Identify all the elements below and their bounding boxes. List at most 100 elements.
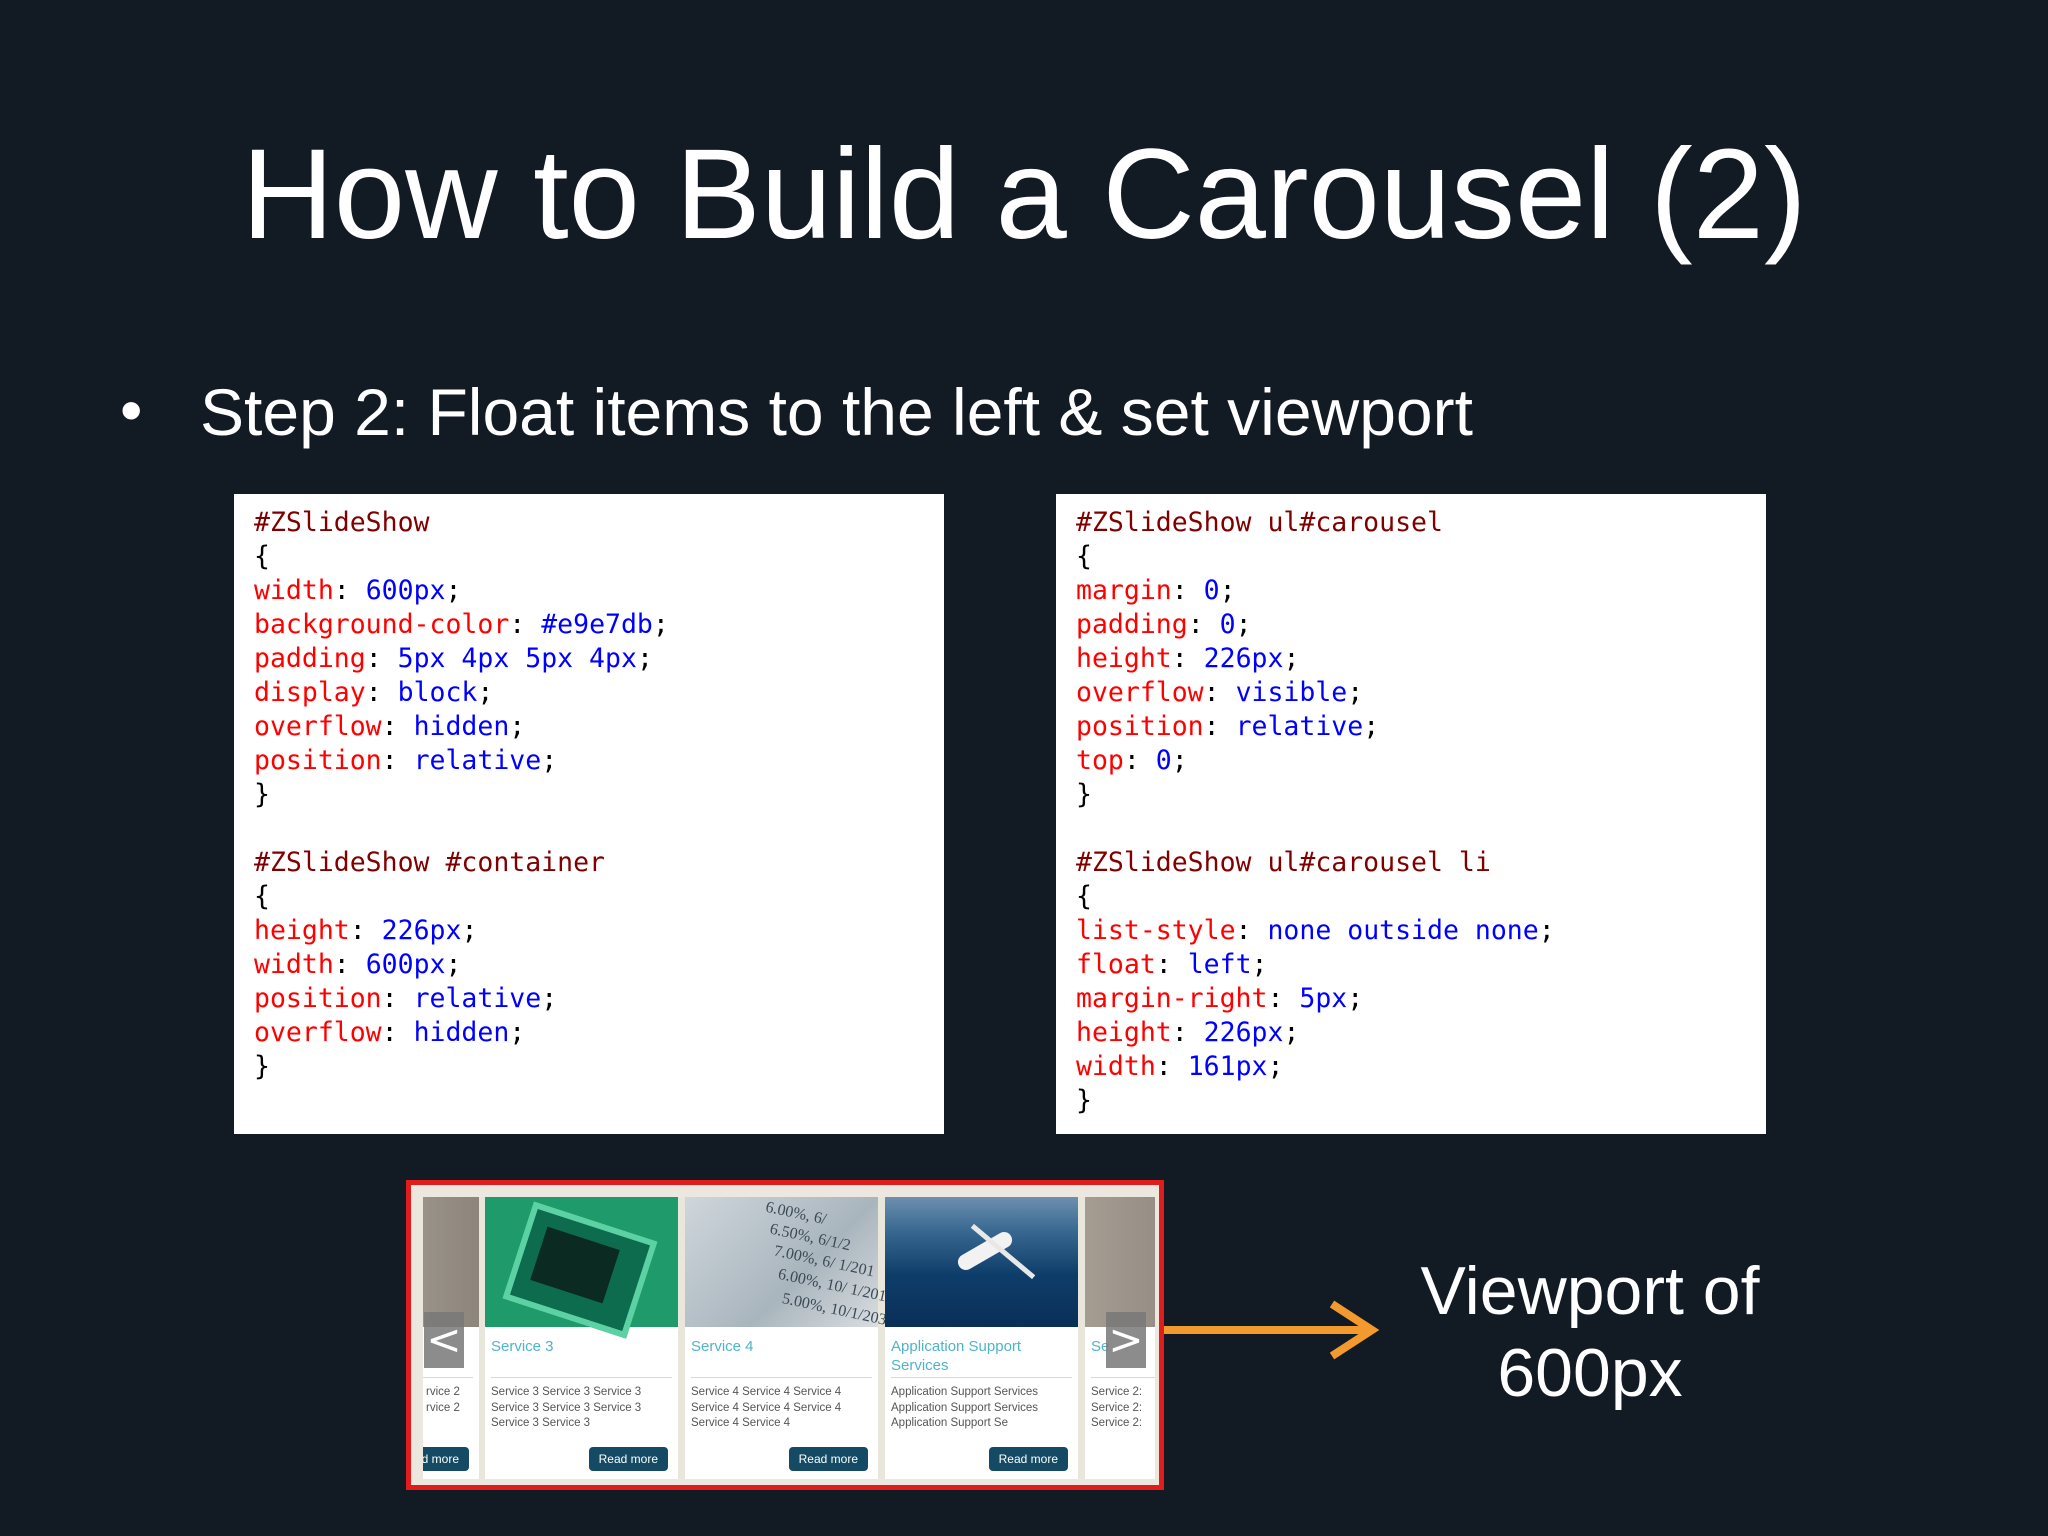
code-token-prop: display: [254, 677, 366, 708]
code-token-prop: width: [254, 575, 334, 606]
code-token-punc: :: [1171, 643, 1204, 674]
code-token-val: 5px: [1299, 983, 1348, 1014]
code-token-sel: #ZSlideShow: [254, 507, 430, 538]
code-line: padding: 5px 4px 5px 4px;: [254, 642, 924, 676]
code-token-prop: width: [254, 949, 334, 980]
code-token-val: none outside none: [1267, 915, 1539, 946]
code-token-punc: }: [254, 1051, 270, 1082]
read-more-button[interactable]: Read more: [588, 1447, 668, 1471]
code-token-val: visible: [1235, 677, 1348, 708]
card-description: Service 2: Service 2: Service 2:: [1091, 1386, 1143, 1429]
code-token-prop: height: [254, 915, 350, 946]
code-token-prop: width: [1076, 1051, 1156, 1082]
code-line: {: [254, 540, 924, 574]
card-divider: [423, 1377, 473, 1378]
code-token-val: 0: [1203, 575, 1220, 606]
slide-title: How to Build a Carousel (2): [241, 123, 1807, 266]
code-token-prop: position: [254, 745, 382, 776]
code-token-punc: }: [1076, 779, 1092, 810]
carousel-prev-button[interactable]: <: [424, 1312, 464, 1368]
card-divider: [491, 1377, 672, 1378]
code-token-val: 226px: [1203, 1017, 1284, 1048]
code-token-prop: margin-right: [1076, 983, 1268, 1014]
code-token-prop: margin: [1076, 575, 1172, 606]
card-divider: [891, 1377, 1072, 1378]
card-divider: [691, 1377, 872, 1378]
code-token-punc: ;: [445, 575, 462, 606]
code-token-punc: :: [381, 711, 414, 742]
code-token-punc: ;: [509, 711, 526, 742]
code-line: #ZSlideShow ul#carousel: [1076, 506, 1746, 540]
code-token-prop: float: [1076, 949, 1156, 980]
css-code-right: #ZSlideShow ul#carousel { margin: 0; paddin…: [1056, 494, 1766, 1134]
read-more-button[interactable]: Read more: [988, 1447, 1068, 1471]
code-line: background-color: #e9e7db;: [254, 608, 924, 642]
code-token-punc: :: [365, 677, 398, 708]
code-token-prop: padding: [1076, 609, 1188, 640]
css-code-left: #ZSlideShow{width: 600px;background-colo…: [234, 494, 944, 1134]
code-line: width: 161px;: [1076, 1050, 1746, 1084]
code-token-val: hidden: [413, 1017, 510, 1048]
code-token-val: left: [1187, 949, 1252, 980]
code-token-punc: ;: [1171, 745, 1188, 776]
code-token-punc: ;: [1347, 677, 1364, 708]
code-line: margin-right: 5px;: [1076, 982, 1746, 1016]
code-line: position: relative;: [1076, 710, 1746, 744]
card-image-chip: [485, 1197, 678, 1339]
code-line: height: 226px;: [1076, 1016, 1746, 1050]
code-line: #ZSlideShow: [254, 506, 924, 540]
viewport-label: Viewport of 600px: [1420, 1253, 1760, 1411]
read-more-button[interactable]: Read more: [788, 1447, 868, 1471]
read-more-button[interactable]: d more: [423, 1447, 469, 1471]
code-line: }: [254, 1050, 924, 1084]
carousel-next-button[interactable]: >: [1106, 1312, 1146, 1368]
code-token-punc: :: [1171, 1017, 1204, 1048]
code-token-punc: :: [365, 643, 398, 674]
code-token-prop: padding: [254, 643, 366, 674]
code-line: overflow: hidden;: [254, 1016, 924, 1050]
code-line: padding: 0;: [1076, 608, 1746, 642]
code-token-val: 161px: [1187, 1051, 1268, 1082]
code-token-prop: overflow: [254, 1017, 382, 1048]
code-token-punc: {: [1076, 881, 1092, 912]
bullet-text: Step 2: Float items to the left & set vi…: [200, 375, 1473, 449]
code-line: #ZSlideShow ul#carousel li: [1076, 846, 1746, 880]
code-token-sel: #ZSlideShow ul#carousel: [1076, 507, 1443, 538]
code-token-sel: #ZSlideShow ul#carousel li: [1076, 847, 1491, 878]
code-line: width: 600px;: [254, 574, 924, 608]
code-token-punc: ;: [477, 677, 494, 708]
code-line: position: relative;: [254, 982, 924, 1016]
code-line: height: 226px;: [1076, 642, 1746, 676]
code-token-val: #e9e7db: [541, 609, 653, 640]
card-title: Se: [1091, 1338, 1110, 1355]
code-token-punc: :: [1155, 1051, 1188, 1082]
code-token-val: 226px: [1203, 643, 1284, 674]
code-token-punc: }: [254, 779, 270, 810]
card-divider: [1091, 1377, 1155, 1378]
code-token-punc: :: [1155, 949, 1188, 980]
code-token-punc: :: [1267, 983, 1300, 1014]
bullet-marker: •: [120, 374, 143, 446]
code-line: overflow: hidden;: [254, 710, 924, 744]
code-token-val: 600px: [365, 949, 446, 980]
code-line: }: [1076, 778, 1746, 812]
code-token-punc: :: [1203, 711, 1236, 742]
code-token-prop: top: [1076, 745, 1124, 776]
code-token-prop: overflow: [1076, 677, 1204, 708]
code-token-val: block: [397, 677, 478, 708]
code-token-punc: ;: [1347, 983, 1364, 1014]
code-token-punc: :: [1203, 677, 1236, 708]
card-description: Service 3 Service 3 Service 3 Service 3 …: [491, 1386, 642, 1429]
code-token-punc: ;: [541, 745, 558, 776]
code-token-val: relative: [1235, 711, 1364, 742]
code-token-punc: :: [509, 609, 542, 640]
code-token-val: 0: [1219, 609, 1236, 640]
card-description: Service 4 Service 4 Service 4 Service 4 …: [691, 1386, 842, 1429]
code-line: {: [1076, 880, 1746, 914]
